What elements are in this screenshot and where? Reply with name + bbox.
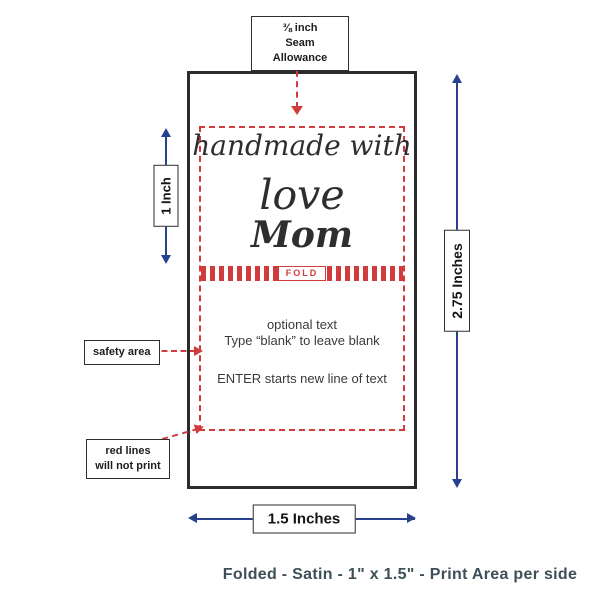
measure-275inch-arrow-up-icon xyxy=(452,74,462,83)
measure-15inch-arrow-right-icon xyxy=(407,513,416,523)
red-lines-note-line1: red lines xyxy=(105,445,151,457)
measure-1inch-label: 1 Inch xyxy=(153,165,179,227)
fold-label: FOLD xyxy=(277,266,327,281)
measure-1inch-arrow-up-icon xyxy=(161,128,171,137)
optional-text-line3: ENTER starts new line of text xyxy=(217,371,387,386)
label-text-love: love xyxy=(259,171,345,219)
seam-allowance-arrowhead-icon xyxy=(291,106,303,115)
print-area-dashed-boundary xyxy=(199,126,405,431)
measure-275inch-label: 2.75 Inches xyxy=(444,230,470,332)
measure-275inch-arrow-down-icon xyxy=(452,479,462,488)
seam-allowance-line1: ⅜ inch xyxy=(282,22,318,34)
seam-allowance-line2: Seam Allowance xyxy=(272,36,328,64)
safety-area-note: safety area xyxy=(84,340,160,365)
safety-area-arrow-line xyxy=(152,350,196,352)
safety-area-arrowhead-icon xyxy=(194,346,203,356)
optional-text-line1: optional text xyxy=(266,317,338,332)
measure-15inch-arrow-left-icon xyxy=(188,513,197,523)
seam-allowance-note: ⅜ inch Seam Allowance xyxy=(251,16,349,71)
optional-text-line2: Type “blank” to leave blank xyxy=(224,333,380,348)
seam-allowance-arrow-line xyxy=(296,50,298,108)
measure-15inch-label: 1.5 Inches xyxy=(252,504,356,534)
fold-band: FOLD xyxy=(201,266,403,281)
product-caption: Folded - Satin - 1" x 1.5" - Print Area … xyxy=(222,566,578,583)
measure-1inch-arrow-down-icon xyxy=(161,255,171,264)
red-lines-note-line2: will not print xyxy=(95,459,161,472)
label-text-mom: Mom xyxy=(251,214,353,256)
label-text-handmade-with: handmade with xyxy=(192,129,412,162)
red-lines-note: red lines will not print xyxy=(86,439,170,479)
